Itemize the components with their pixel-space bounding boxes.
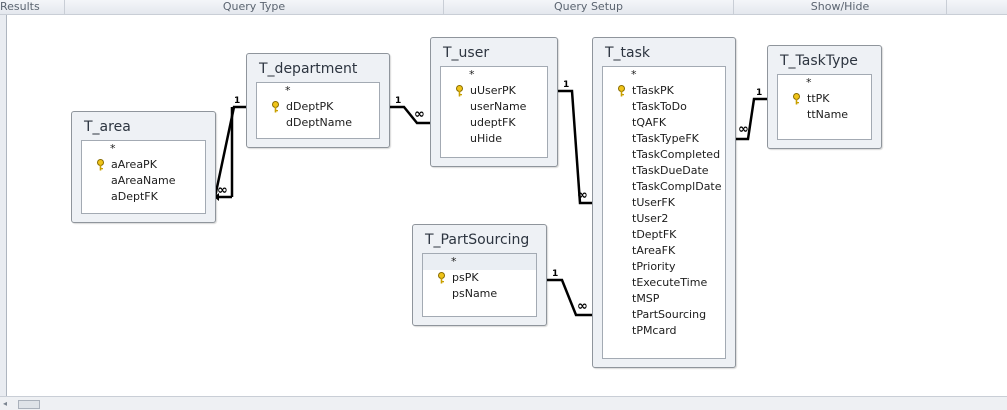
- primary-key-icon: [96, 159, 105, 171]
- field-row[interactable]: psName: [452, 287, 498, 300]
- field-row[interactable]: dDeptName: [286, 116, 352, 129]
- field-all[interactable]: *: [631, 68, 637, 81]
- field-row[interactable]: uUserPK: [441, 83, 547, 99]
- field-all[interactable]: *: [806, 76, 812, 89]
- field-row[interactable]: aDeptFK: [111, 190, 158, 203]
- field-row[interactable]: udeptFK: [470, 116, 516, 129]
- field-row[interactable]: tTaskPK: [603, 83, 725, 99]
- ribbon-group-show-hide: Show/Hide: [734, 0, 947, 14]
- field-row[interactable]: ttName: [807, 108, 849, 121]
- field-name: aAreaPK: [111, 158, 157, 171]
- field-name: tTaskPK: [632, 84, 674, 97]
- field-all[interactable]: *: [285, 84, 291, 97]
- field-row[interactable]: tUser2: [632, 212, 669, 225]
- field-list[interactable]: * dDeptPK dDeptName: [256, 82, 380, 139]
- table-title: T_task: [605, 45, 651, 61]
- field-list[interactable]: * aAreaPK aAreaName aDeptFK: [81, 140, 206, 214]
- table-t-task[interactable]: T_task * tTaskPK tTaskToDo tQAFK tTaskTy…: [592, 37, 736, 368]
- field-row[interactable]: tQAFK: [632, 116, 667, 129]
- primary-key-icon: [437, 272, 446, 284]
- cardinality-many-task-user: ∞: [577, 188, 588, 203]
- canvas-left-splitter[interactable]: [0, 15, 7, 396]
- field-row[interactable]: uHide: [470, 132, 503, 145]
- ribbon-group-query-type: Query Type: [65, 0, 444, 14]
- scrollbar-thumb[interactable]: [18, 400, 40, 409]
- field-name: uUserPK: [470, 84, 516, 97]
- primary-key-icon: [792, 93, 801, 105]
- field-row[interactable]: tTaskToDo: [632, 100, 687, 113]
- cardinality-many-user: ∞: [414, 107, 425, 122]
- table-t-user[interactable]: T_user * uUserPK userName udeptFK uHide: [430, 37, 558, 167]
- field-list[interactable]: * psPK psName: [422, 253, 537, 317]
- table-title: T_TaskType: [780, 53, 858, 69]
- field-row[interactable]: psPK: [423, 270, 536, 286]
- ribbon-group-bar: Results Query Type Query Setup Show/Hide: [0, 0, 1007, 15]
- field-row[interactable]: tTaskComplDate: [632, 180, 722, 193]
- table-t-department[interactable]: T_department * dDeptPK dDeptName: [246, 53, 390, 148]
- primary-key-icon: [455, 85, 464, 97]
- table-title: T_area: [84, 119, 131, 135]
- cardinality-many-task-partsourcing: ∞: [577, 299, 588, 314]
- horizontal-scrollbar[interactable]: ◂: [0, 396, 1007, 410]
- field-name: dDeptPK: [286, 100, 334, 113]
- field-name: ttPK: [807, 92, 830, 105]
- field-list[interactable]: * tTaskPK tTaskToDo tQAFK tTaskTypeFK tT…: [602, 66, 726, 359]
- field-row[interactable]: tExecuteTime: [632, 276, 708, 289]
- field-row[interactable]: tMSP: [632, 292, 660, 305]
- table-t-area[interactable]: T_area * aAreaPK aAreaName aDeptFK: [71, 111, 216, 223]
- field-row[interactable]: tPMcard: [632, 324, 677, 337]
- table-title: T_user: [443, 45, 490, 61]
- field-list[interactable]: * uUserPK userName udeptFK uHide: [440, 66, 548, 158]
- cardinality-one-department-user: 1: [395, 96, 402, 106]
- field-all[interactable]: *: [110, 142, 116, 155]
- field-name: psPK: [452, 271, 479, 284]
- cardinality-one-partsourcing: 1: [552, 269, 559, 279]
- cardinality-many-task-tasktype: ∞: [738, 122, 749, 137]
- table-title: T_department: [259, 61, 358, 77]
- field-row[interactable]: tTaskCompleted: [632, 148, 721, 161]
- primary-key-icon: [271, 101, 280, 113]
- table-title: T_PartSourcing: [425, 232, 530, 248]
- scroll-left-icon[interactable]: ◂: [3, 399, 8, 408]
- field-all[interactable]: *: [423, 254, 536, 270]
- field-row[interactable]: tDeptFK: [632, 228, 677, 241]
- cardinality-one-user-task: 1: [563, 80, 570, 90]
- field-list[interactable]: * ttPK ttName: [777, 74, 872, 140]
- cardinality-one-tasktype: 1: [756, 88, 763, 98]
- cardinality-many-area: ∞: [217, 183, 228, 198]
- field-row[interactable]: tAreaFK: [632, 244, 676, 257]
- cardinality-one-department-area: 1: [234, 96, 241, 106]
- field-row[interactable]: tUserFK: [632, 196, 675, 209]
- field-row[interactable]: tTaskDueDate: [632, 164, 709, 177]
- field-row[interactable]: aAreaName: [111, 174, 176, 187]
- field-row[interactable]: ttPK: [778, 91, 871, 107]
- field-row[interactable]: tPriority: [632, 260, 676, 273]
- ribbon-group-query-setup: Query Setup: [444, 0, 734, 14]
- field-row[interactable]: userName: [470, 100, 527, 113]
- table-t-tasktype[interactable]: T_TaskType * ttPK ttName: [767, 45, 882, 149]
- field-all[interactable]: *: [469, 68, 475, 81]
- ribbon-group-results: Results: [0, 0, 65, 14]
- field-row[interactable]: tPartSourcing: [632, 308, 707, 321]
- field-row[interactable]: tTaskTypeFK: [632, 132, 699, 145]
- primary-key-icon: [617, 85, 626, 97]
- table-t-partsourcing[interactable]: T_PartSourcing * psPK psName: [412, 224, 547, 326]
- field-row[interactable]: aAreaPK: [82, 157, 205, 173]
- field-row[interactable]: dDeptPK: [257, 99, 379, 115]
